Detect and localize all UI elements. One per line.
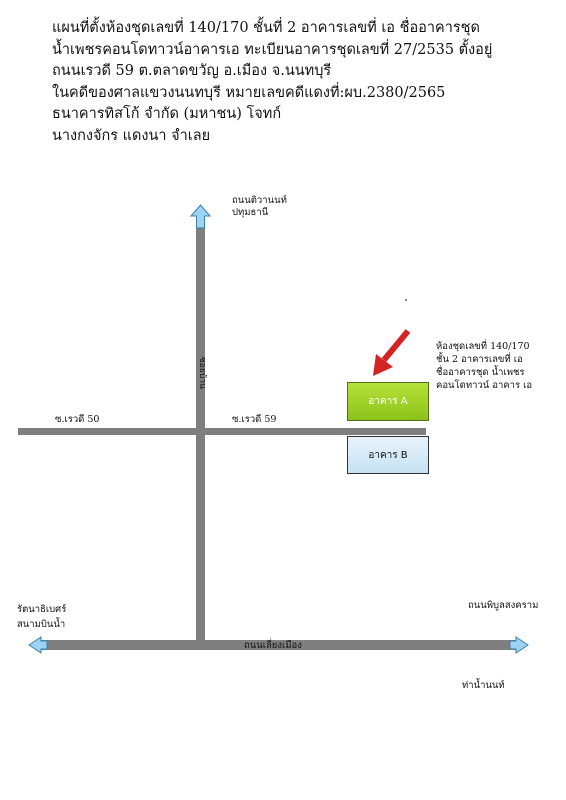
building-a: อาคาร A [347, 382, 429, 421]
right-destination-label: ถนนพิบูลสงคราม [468, 600, 539, 611]
east-arrow-icon [509, 636, 529, 654]
building-a-label: อาคาร A [368, 396, 408, 407]
vertical-road-label: ซอยบ้าน [197, 357, 207, 389]
soi-road [18, 428, 426, 435]
left-destination-label: รัตนาธิเบศร์ สนามบินน้ำ [17, 602, 66, 632]
building-b: อาคาร B [347, 436, 429, 474]
header-line-4: ในคดีของศาลแขวงนนทบุรี หมายเลขคดีแดงที่:… [52, 84, 446, 101]
unit-description: ห้องชุดเลขที่ 140/170 ชั้น 2 อาคารเลขที่… [436, 340, 532, 392]
north-arrow-icon [189, 204, 212, 229]
header-line-5: ธนาคารทิสโก้ จำกัด (มหาชน) โจทก์ [52, 106, 282, 122]
header-block: แผนที่ตั้งห้องชุดเลขที่ 140/170 ชั้นที่ … [52, 18, 552, 147]
unit-description-line-4: คอนโดทาวน์ อาคาร เอ [436, 380, 533, 391]
building-b-label: อาคาร B [368, 449, 408, 461]
header-line-6: นางกงจักร แดงนา จำเลย [52, 127, 211, 144]
header-line-1: แผนที่ตั้งห้องชุดเลขที่ 140/170 ชั้นที่ … [52, 20, 480, 36]
unit-description-line-3: ชื่ออาคารชุด น้ำเพชร [436, 367, 525, 378]
location-marker-arrow-icon [373, 329, 411, 376]
top-road-label-line-1: ถนนติวานนท์ [232, 195, 287, 206]
header-line-2: น้ำเพชรคอนโดทาวน์อาคารเอ ทะเบียนอาคารชุด… [52, 41, 493, 58]
west-arrow-icon [28, 636, 48, 654]
top-road-label-line-2: ปทุมธานี [232, 207, 269, 218]
unit-description-line-1: ห้องชุดเลขที่ 140/170 [436, 341, 530, 352]
unit-description-line-2: ชั้น 2 อาคารเลขที่ เอ [436, 354, 523, 365]
soi-right-label: ซ.เรวดี 59 [232, 414, 277, 425]
bottom-main-road [40, 640, 518, 650]
bottom-road-label: ถนนเลี่ยงเมือง [244, 640, 302, 651]
soi-left-label: ซ.เรวดี 50 [55, 414, 100, 425]
left-destination-line-2: สนามบินน้ำ [17, 619, 66, 630]
top-road-label: ถนนติวานนท์ ปทุมธานี [232, 195, 287, 219]
map-dot [405, 299, 407, 301]
right-bottom-destination-label: ท่าน้ำนนท์ [462, 680, 505, 691]
left-destination-line-1: รัตนาธิเบศร์ [17, 604, 67, 615]
header-line-3: ถนนเรวดี 59 ต.ตลาดขวัญ อ.เมือง จ.นนทบุรี [52, 63, 332, 79]
